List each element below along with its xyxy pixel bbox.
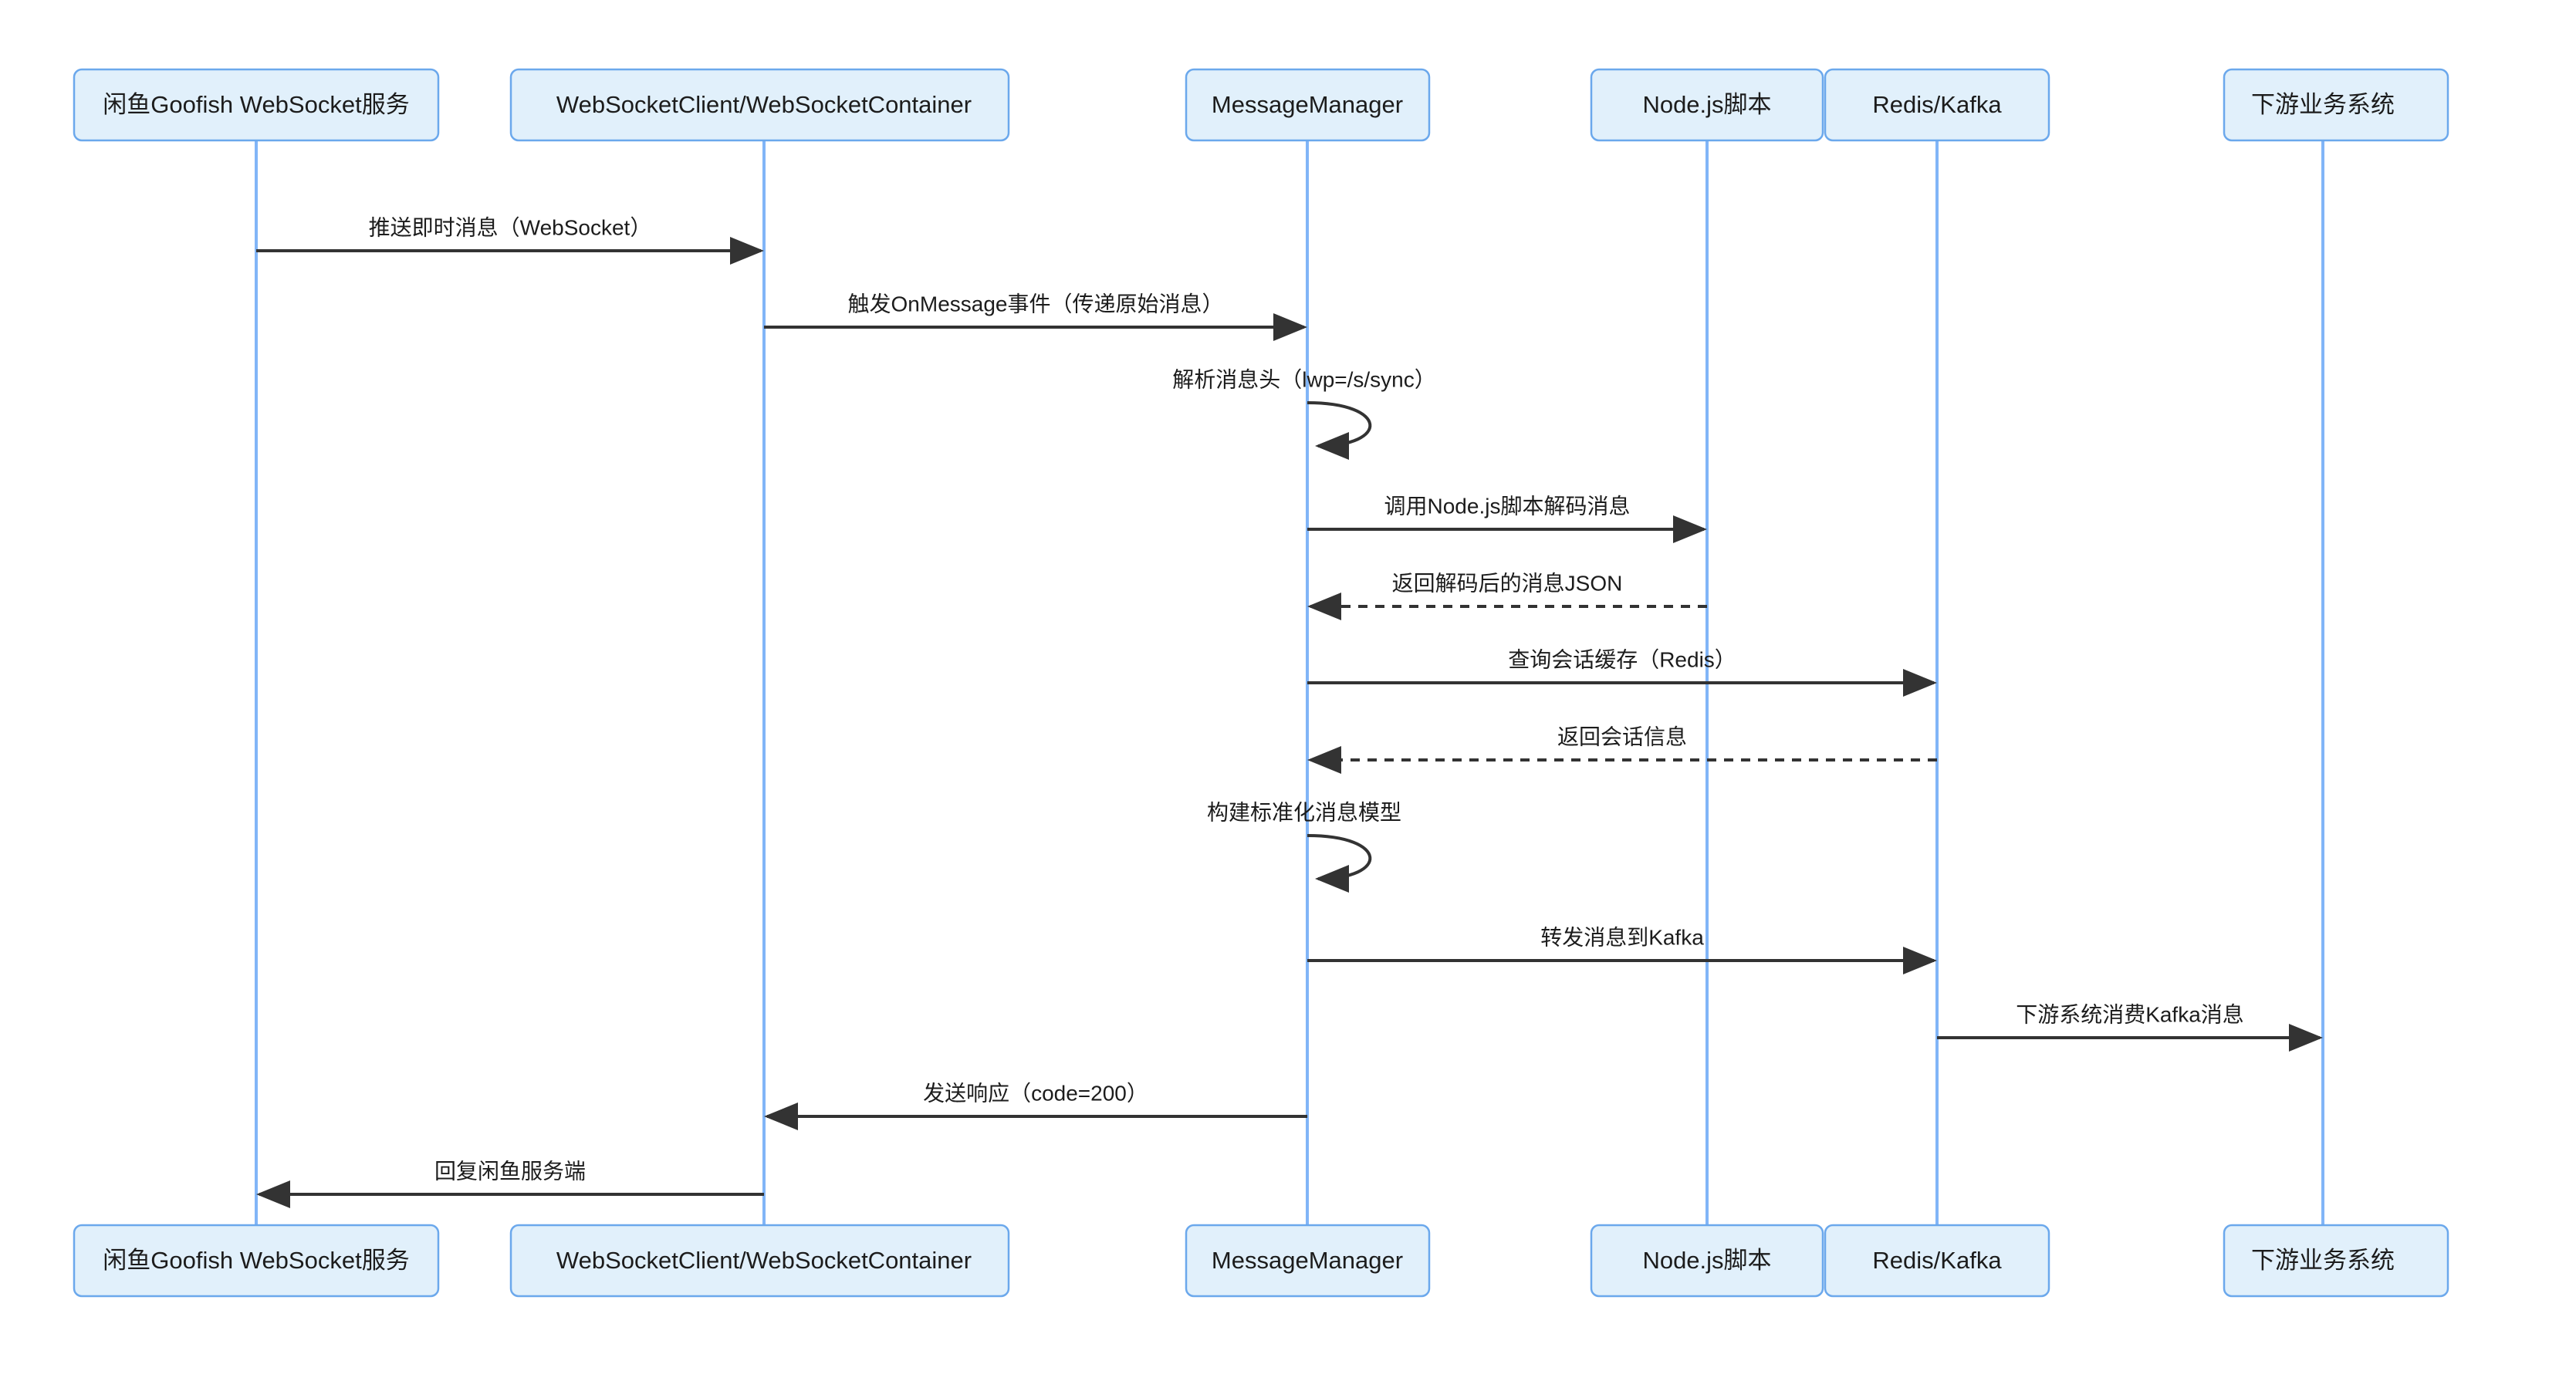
message-4: 调用Node.js脚本解码消息 <box>1307 494 1707 543</box>
actor-box-msgmanager-top[interactable] <box>1185 68 1431 142</box>
message-3: 解析消息头（lwp=/s/sync） <box>1172 367 1436 460</box>
actor-box-redis-top[interactable] <box>1824 68 2050 142</box>
message-11: 发送响应（code=200） <box>764 1081 1307 1130</box>
actor-box-downstream-bottom[interactable] <box>2223 1224 2449 1298</box>
message-2: 触发OnMessage事件（传递原始消息） <box>764 292 1307 341</box>
message-9: 转发消息到Kafka <box>1307 925 1937 974</box>
actor-label-nodejs-top: Node.js脚本 <box>1642 91 1771 118</box>
message-label-6: 查询会话缓存（Redis） <box>1508 647 1736 671</box>
actor-box-nodejs-top[interactable] <box>1590 68 1824 142</box>
actor-label-downstream-top: 下游业务系统 <box>2251 91 2395 118</box>
message-label-10: 下游系统消费Kafka消息 <box>2016 1002 2244 1026</box>
actor-label-wsclient-bottom: WebSocketClient/WebSocketContainer <box>556 1247 972 1274</box>
lifelines-group <box>255 140 2324 1225</box>
message-label-9: 转发消息到Kafka <box>1540 925 1704 949</box>
bottom-actor-boxes-group: 闲鱼Goofish WebSocket服务 WebSocketClient/Web… <box>73 1224 2449 1298</box>
message-label-8: 构建标准化消息模型 <box>1207 800 1401 824</box>
actor-box-goofish-top[interactable] <box>73 68 440 142</box>
actor-label-nodejs-bottom: Node.js脚本 <box>1642 1247 1771 1274</box>
actor-label-downstream-bottom: 下游业务系统 <box>2251 1247 2395 1274</box>
actor-label-goofish-bottom: 闲鱼Goofish WebSocket服务 <box>103 1247 409 1274</box>
actor-box-msgmanager-bottom[interactable] <box>1185 1224 1431 1298</box>
top-actor-boxes-group: 闲鱼Goofish WebSocket服务 WebSocketClient/Web… <box>73 68 2449 142</box>
message-label-1: 推送即时消息（WebSocket） <box>369 215 652 239</box>
message-label-4: 调用Node.js脚本解码消息 <box>1384 494 1631 518</box>
actor-box-redis-bottom[interactable] <box>1824 1224 2050 1298</box>
actor-label-goofish-top: 闲鱼Goofish WebSocket服务 <box>103 91 409 118</box>
message-label-2: 触发OnMessage事件（传递原始消息） <box>848 292 1224 316</box>
message-label-7: 返回会话信息 <box>1557 724 1687 748</box>
actor-box-downstream-top[interactable] <box>2223 68 2449 142</box>
message-label-11: 发送响应（code=200） <box>923 1081 1148 1105</box>
actor-label-msgmanager-top: MessageManager <box>1212 91 1403 118</box>
message-arrow-self-3 <box>1307 401 1372 460</box>
message-12: 回复闲鱼服务端 <box>256 1159 764 1208</box>
message-7: 返回会话信息 <box>1307 724 1937 774</box>
actor-label-redis-bottom: Redis/Kafka <box>1872 1247 2002 1274</box>
actor-box-goofish-bottom[interactable] <box>73 1224 440 1298</box>
actor-box-wsclient-bottom[interactable] <box>509 1224 1010 1298</box>
message-8: 构建标准化消息模型 <box>1207 800 1401 893</box>
messages-group: 推送即时消息（WebSocket） 触发OnMessage事件（传递原始消息） 解析… <box>256 215 2323 1208</box>
message-label-5: 返回解码后的消息JSON <box>1392 571 1623 595</box>
message-10: 下游系统消费Kafka消息 <box>1937 1002 2323 1052</box>
actor-label-redis-top: Redis/Kafka <box>1872 91 2002 118</box>
actor-box-wsclient-top[interactable] <box>509 68 1010 142</box>
message-6: 查询会话缓存（Redis） <box>1307 647 1937 697</box>
message-label-3: 解析消息头（lwp=/s/sync） <box>1172 367 1436 391</box>
message-5: 返回解码后的消息JSON <box>1307 571 1707 620</box>
actor-box-nodejs-bottom[interactable] <box>1590 1224 1824 1298</box>
message-arrow-self-8 <box>1307 834 1372 893</box>
actor-label-wsclient-top: WebSocketClient/WebSocketContainer <box>556 91 972 118</box>
message-1: 推送即时消息（WebSocket） <box>256 215 764 265</box>
message-label-12: 回复闲鱼服务端 <box>434 1159 586 1183</box>
actor-label-msgmanager-bottom: MessageManager <box>1212 1247 1403 1274</box>
